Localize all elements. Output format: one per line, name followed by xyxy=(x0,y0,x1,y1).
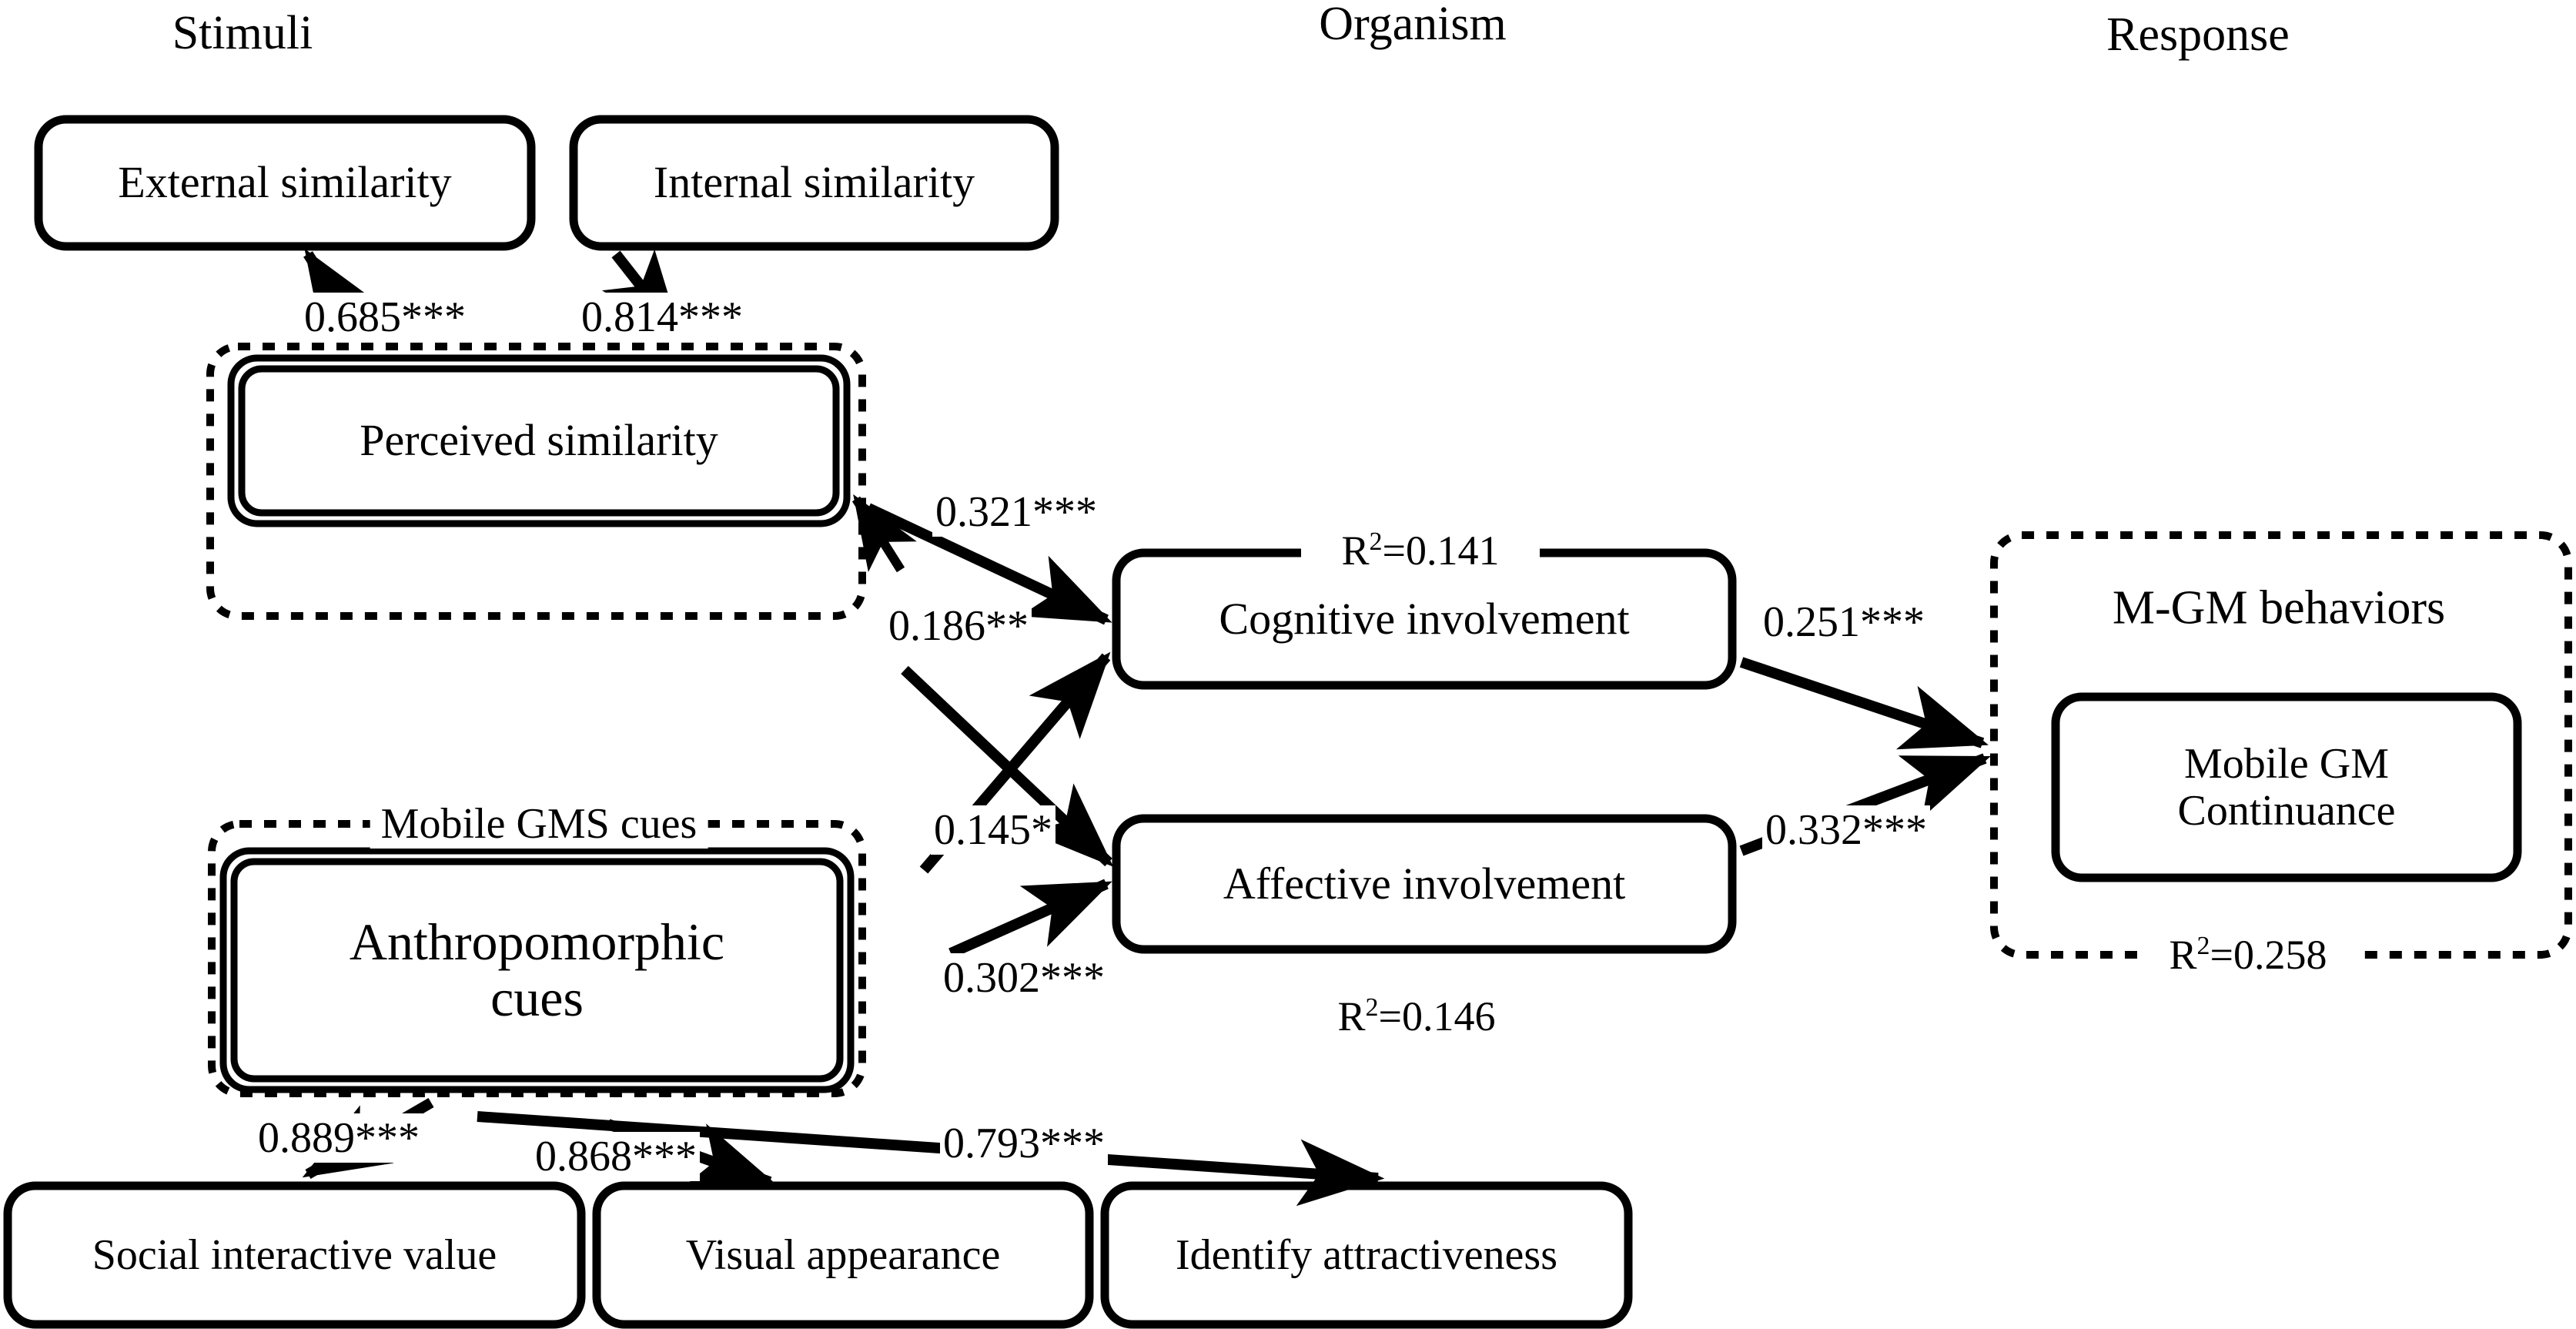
container-mobile-gms-cues xyxy=(208,820,866,1097)
box-mobile-gm-continuance xyxy=(2051,692,2522,882)
box-perceived-similarity-outer xyxy=(227,354,851,527)
r2-mgm-behaviors: R2=0.258 xyxy=(2161,931,2335,979)
coef-affective-to-mgm: 0.332*** xyxy=(1762,805,1930,855)
r2-affective-involvement: R2=0.146 xyxy=(1330,993,1504,1040)
box-internal-similarity xyxy=(569,115,1059,251)
r2-affective-value: =0.146 xyxy=(1378,993,1496,1039)
coef-anthropomorphic-to-visual: 0.868*** xyxy=(532,1132,700,1181)
box-perceived-similarity-inner xyxy=(238,365,840,517)
coef-anthropomorphic-to-cognitive: 0.145* xyxy=(931,805,1055,855)
coef-anthropomorphic-to-identify: 0.793*** xyxy=(940,1119,1108,1168)
arrow-perceived-construct-loading xyxy=(851,494,917,573)
r2-mgm-value: =0.258 xyxy=(2210,932,2327,978)
box-anthropomorphic-cues-inner xyxy=(230,858,844,1083)
box-affective-involvement xyxy=(1112,814,1737,954)
arrow-anthropomorphic-to-identify xyxy=(477,1111,1385,1207)
box-anthropomorphic-cues-outer xyxy=(219,847,855,1093)
box-identify-attractiveness xyxy=(1100,1181,1633,1329)
r2-affective-exponent: 2 xyxy=(1365,993,1379,1022)
r2-mgm-exponent: 2 xyxy=(2196,932,2210,960)
r2-cognitive-involvement: R2=0.141 xyxy=(1333,527,1507,574)
r2-cognitive-prefix: R xyxy=(1341,527,1370,574)
group-label-m-gm-behaviors: M-GM behaviors xyxy=(2112,581,2446,634)
arrow-anthropomorphic-to-affective xyxy=(948,879,1112,959)
coef-internal-to-perceived: 0.814*** xyxy=(578,293,746,342)
box-social-interactive-value xyxy=(3,1181,586,1329)
r2-affective-prefix: R xyxy=(1337,993,1366,1039)
box-visual-appearance xyxy=(592,1181,1094,1329)
coef-external-to-perceived: 0.685*** xyxy=(301,293,469,342)
box-external-similarity xyxy=(34,115,536,251)
box-cognitive-involvement xyxy=(1112,548,1737,690)
coef-anthropomorphic-to-social: 0.889*** xyxy=(255,1113,423,1163)
r2-cognitive-value: =0.141 xyxy=(1382,527,1500,574)
coef-anthropomorphic-to-affective: 0.302*** xyxy=(940,953,1108,1003)
container-perceived-similarity xyxy=(206,343,866,620)
r2-mgm-prefix: R xyxy=(2169,932,2197,978)
r2-cognitive-exponent: 2 xyxy=(1369,527,1383,556)
column-title-stimuli: Stimuli xyxy=(172,7,313,59)
container-m-gm-behaviors xyxy=(1990,531,2572,959)
column-title-response: Response xyxy=(2106,8,2290,61)
coef-perceived-to-cognitive: 0.321*** xyxy=(932,487,1100,537)
coef-perceived-to-affective: 0.186** xyxy=(885,601,1032,651)
column-title-organism: Organism xyxy=(1319,0,1507,50)
coef-cognitive-to-mgm: 0.251*** xyxy=(1760,598,1928,647)
arrow-cognitive-to-mgm xyxy=(1739,657,1989,750)
group-label-mobile-gms-cues: Mobile GMS cues xyxy=(370,799,708,849)
